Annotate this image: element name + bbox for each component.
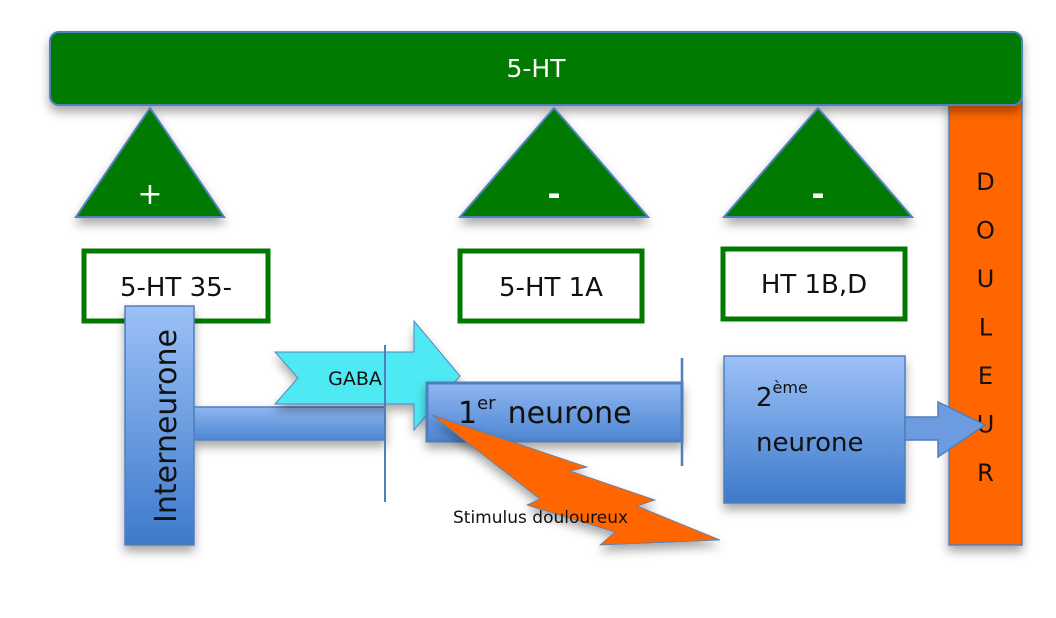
gaba-arrow: GABA — [273, 319, 461, 432]
pain-letter: O — [976, 217, 995, 245]
second-neuron-text: neurone — [756, 428, 863, 458]
first-neuron-superscript: er — [477, 393, 496, 414]
first-neuron — [425, 358, 684, 466]
interneurone — [124, 305, 386, 546]
pain-letter: E — [978, 362, 993, 390]
receptor-label: 5-HT 35- — [120, 273, 232, 303]
second-neuron-superscript: ème — [773, 378, 808, 397]
receptor-label: 5-HT 1A — [499, 273, 603, 303]
triangle-inhibitory-1a: - — [457, 106, 651, 218]
interneurone-label: Interneurone — [149, 329, 184, 523]
first-neuron-label: 1er neurone — [458, 393, 632, 431]
pain-letter: R — [977, 459, 994, 487]
receptor-box-1bd: HT 1B,D — [720, 246, 908, 322]
output-arrow-icon — [904, 400, 987, 459]
plus-sign: + — [137, 177, 162, 212]
gaba-label: GABA — [328, 368, 382, 390]
stimulus-label: Stimulus douloureux — [453, 508, 628, 528]
first-neuron-text: neurone — [508, 396, 632, 431]
receptor-label: HT 1B,D — [761, 270, 867, 300]
pain-letter: L — [979, 314, 993, 342]
triangle-excitatory: + — [74, 106, 226, 218]
second-neuron-ordinal: 2ème — [756, 378, 808, 413]
second-neuron: 2ème neurone — [723, 355, 906, 504]
receptor-box-1a: 5-HT 1A — [457, 248, 645, 324]
first-neuron-number: 1 — [458, 396, 477, 431]
pain-bar: DOULEUR — [948, 97, 1023, 546]
serotonin-label: 5-HT — [507, 54, 567, 83]
serotonin-bar: 5-HT — [49, 31, 1023, 106]
pain-letter: U — [977, 265, 995, 293]
triangle-inhibitory-1bd: - — [721, 106, 915, 218]
pain-letter: D — [976, 168, 994, 196]
minus-sign: - — [811, 175, 824, 213]
minus-sign: - — [547, 175, 560, 213]
second-neuron-number: 2 — [756, 383, 773, 413]
lightning-bolt-icon — [431, 414, 721, 546]
